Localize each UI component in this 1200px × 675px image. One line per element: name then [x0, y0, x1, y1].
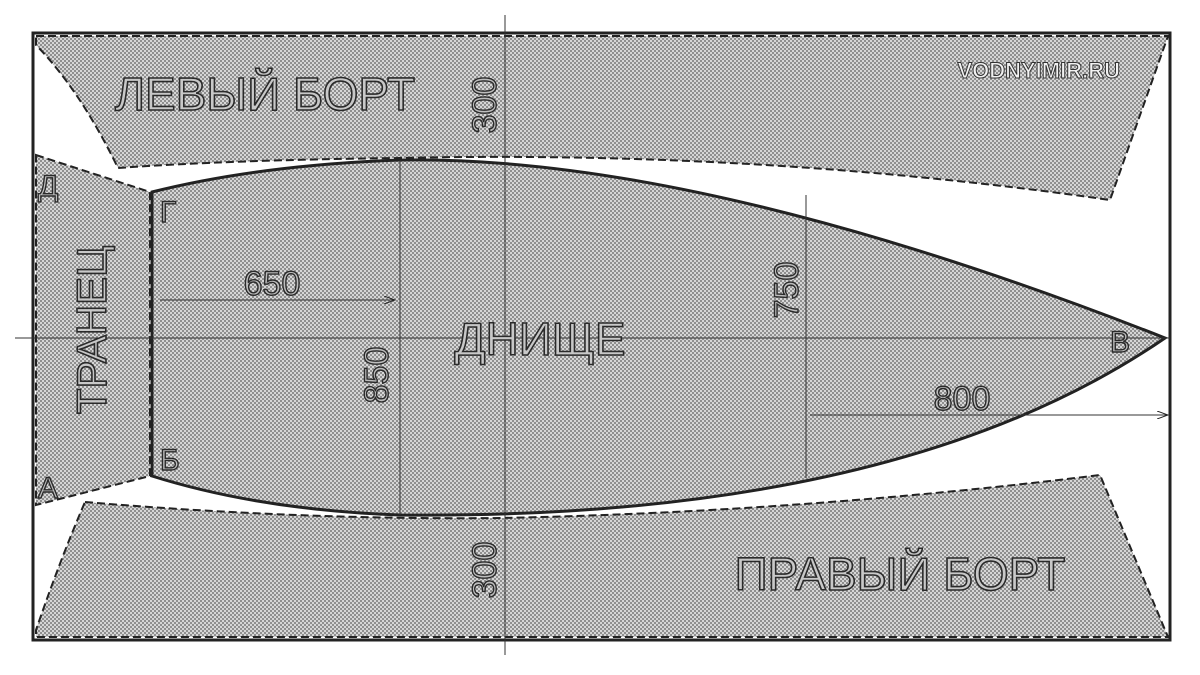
- point-d: Д: [38, 170, 58, 203]
- transom-label: ТРАНЕЦ: [68, 246, 115, 414]
- transom-panel: [35, 153, 151, 507]
- point-a: А: [38, 472, 58, 505]
- left-side-label: ЛЕВЫЙ БОРТ: [115, 68, 415, 120]
- point-g: Г: [160, 196, 176, 229]
- right-side-label: ПРАВЫЙ БОРТ: [735, 548, 1066, 600]
- dim-800: 800: [934, 380, 991, 418]
- dim-300-bottom: 300: [466, 542, 504, 599]
- point-v: В: [1110, 326, 1130, 359]
- left-side-panel: [35, 35, 1170, 202]
- dim-750: 750: [768, 262, 806, 319]
- dim-300-top: 300: [466, 77, 504, 134]
- watermark: VODNYIMIR.RU: [957, 58, 1120, 83]
- point-b: Б: [160, 444, 180, 477]
- dim-850: 850: [358, 347, 396, 404]
- right-side-panel: [35, 473, 1170, 638]
- bottom-label: ДНИЩЕ: [454, 313, 625, 365]
- dim-650: 650: [244, 265, 301, 303]
